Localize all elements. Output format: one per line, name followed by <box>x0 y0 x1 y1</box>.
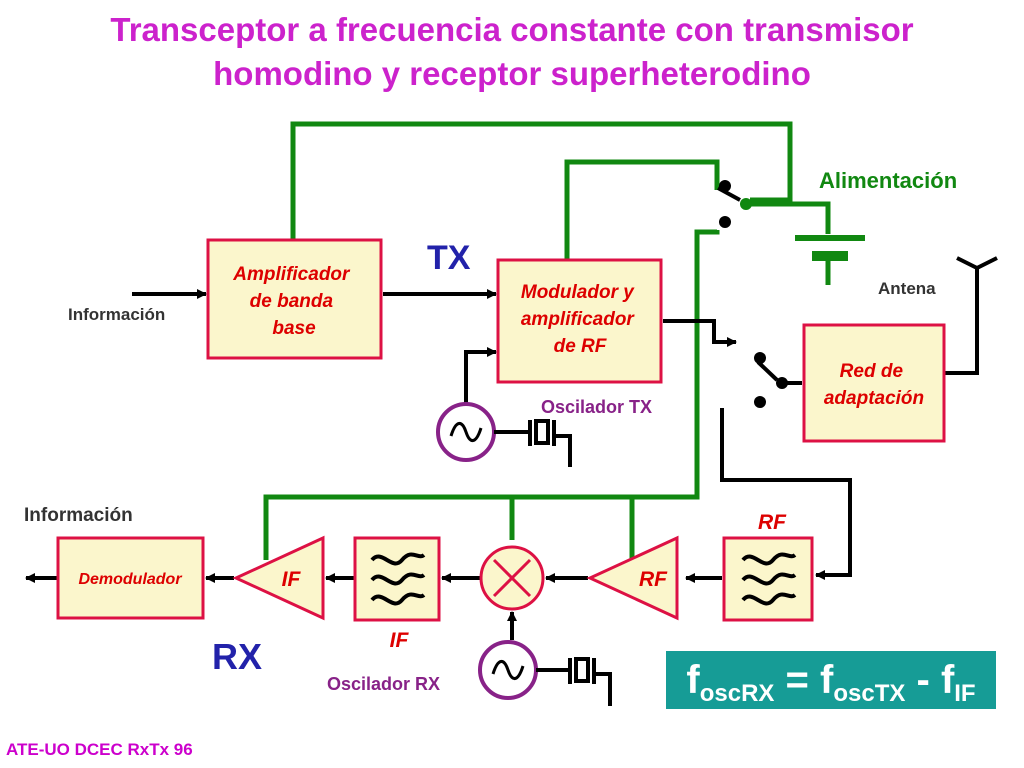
if-filter-block <box>353 536 441 622</box>
if-amp-label: IF <box>282 568 302 591</box>
rx-section-label: RX <box>212 636 262 677</box>
power-wire-to-battery <box>748 201 831 234</box>
if-filter-symbol-icon <box>370 552 426 606</box>
footer-credit: ATE-UO DCEC RxTx 96 <box>6 740 193 759</box>
power-switch[interactable] <box>717 180 752 228</box>
modulator-block <box>496 258 663 384</box>
baseband-amp-block <box>206 238 383 360</box>
modulator-line-3: de RF <box>554 336 608 357</box>
rf-amp-label: RF <box>639 568 668 591</box>
svg-text:Modulador y amplificador: Modulador y amplificador de RF <box>521 282 639 357</box>
antenna-feed <box>945 268 979 375</box>
rf-filter-block <box>722 536 814 622</box>
tx-oscillator-icon <box>436 402 496 462</box>
baseband-amp-line-2: de banda <box>250 291 334 312</box>
power-wire-rx-bus <box>263 229 720 560</box>
osc-tx-to-modulator <box>464 347 497 405</box>
rx-crystal-icon <box>536 657 612 706</box>
if-filter-label: IF <box>390 629 410 652</box>
rx-output-label: Información <box>24 505 133 526</box>
modulator-line-1: Modulador y <box>521 282 635 303</box>
power-wire-baseband <box>290 121 793 240</box>
matching-network-line-2: adaptación <box>824 388 924 409</box>
modulator-line-2: amplificador <box>521 309 636 330</box>
if-amp-triangle <box>232 535 325 621</box>
matching-network-block <box>802 323 946 443</box>
rx-oscillator-icon <box>478 640 538 700</box>
title-line-2: homodino y receptor superheterodino <box>213 55 811 92</box>
baseband-amp-line-3: base <box>272 318 316 339</box>
modulator-to-tr-switch <box>663 319 737 347</box>
antenna-label: Antena <box>878 279 936 298</box>
rx-signal-wires <box>25 573 722 640</box>
frequency-formula: foscRX = foscTX - fIF <box>666 651 996 709</box>
tx-signal-wires <box>132 256 998 580</box>
rx-oscillator-label: Oscilador RX <box>327 674 440 694</box>
mixer-icon <box>479 545 545 611</box>
baseband-amp-line-1: Amplificador <box>232 264 351 285</box>
rf-amp-triangle <box>586 535 679 621</box>
rf-filter-label: RF <box>758 511 787 534</box>
tx-crystal-icon <box>494 419 572 467</box>
tx-oscillator-label: Oscilador TX <box>541 397 652 417</box>
demodulator-block <box>56 536 205 620</box>
tx-input-label: Información <box>68 305 165 324</box>
power-label: Alimentación <box>819 168 957 193</box>
page-title: Transceptor a frecuencia constante con t… <box>0 8 1024 96</box>
svg-text:Red de adaptación: Red de adaptación <box>824 361 924 409</box>
svg-text:Amplificador de banda: Amplificador de banda base <box>232 264 354 339</box>
matching-network-line-1: Red de <box>840 361 904 382</box>
power-wiring <box>263 121 865 560</box>
tx-section-label: TX <box>427 239 471 277</box>
demodulator-label: Demodulador <box>78 571 182 588</box>
rf-filter-symbol-icon <box>741 552 797 606</box>
tr-switch[interactable] <box>754 352 788 408</box>
title-line-1: Transceptor a frecuencia constante con t… <box>110 11 914 48</box>
tr-switch-to-rx-filter <box>720 408 852 580</box>
power-wire-modulator <box>564 159 720 260</box>
